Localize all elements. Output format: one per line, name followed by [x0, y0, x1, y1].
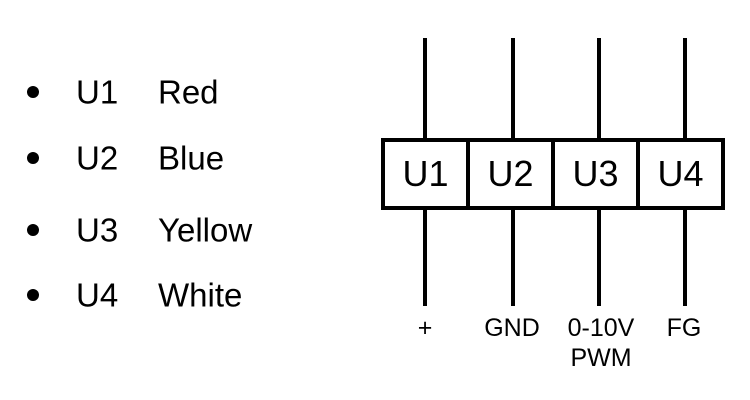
pin-lead-bottom-u1 [423, 208, 427, 306]
pin-lead-bottom-u2 [511, 208, 515, 306]
pin-label-u4: FG [667, 313, 702, 343]
connector-terminal-block: U1 U2 U3 U4 [381, 138, 725, 210]
pin-label-u1-line1: + [417, 314, 433, 342]
pin-label-u3-line1: 0-10V [567, 314, 635, 342]
legend-item-color: Red [158, 73, 219, 111]
legend-item-code: U1 [76, 73, 119, 111]
legend-item-code: U4 [76, 276, 119, 314]
pin-label-u4-line1: FG [666, 314, 702, 342]
bullet-icon [27, 152, 39, 164]
pin-label-u2-line1: GND [484, 314, 540, 342]
list-item: U3 Yellow [0, 208, 340, 252]
legend-item-code: U2 [76, 139, 119, 177]
pin-label-u3: 0-10V PWM [568, 313, 635, 373]
pin-lead-top-u2 [511, 38, 515, 140]
pin-lead-bottom-u3 [597, 208, 601, 306]
legend-item-code: U3 [76, 211, 119, 249]
pin-lead-top-u1 [423, 38, 427, 140]
connector-cell-u3: U3 [555, 142, 640, 206]
legend-item-color: White [158, 276, 243, 314]
connector-cell-u4: U4 [657, 153, 704, 194]
legend-item-color: Yellow [158, 211, 253, 249]
connector-cell-u1: U1 [385, 142, 470, 206]
legend-item-color: Blue [158, 139, 225, 177]
bullet-icon [27, 224, 39, 236]
connector-cell-u2: U2 [470, 142, 555, 206]
bullet-icon [27, 86, 39, 98]
list-item: U2 Blue [0, 136, 340, 180]
list-item: U1 Red [0, 70, 340, 114]
list-item: U4 White [0, 273, 340, 317]
pin-label-u3-line2: PWM [570, 344, 632, 372]
bullet-icon [27, 289, 39, 301]
pin-label-u2: GND [484, 313, 540, 343]
pin-lead-top-u3 [597, 38, 601, 140]
pin-lead-bottom-u4 [683, 208, 687, 306]
pin-label-u1: + [418, 313, 433, 343]
pin-lead-top-u4 [683, 38, 687, 140]
wire-color-legend: U1 Red U2 Blue U3 Yellow U4 White [0, 0, 340, 400]
